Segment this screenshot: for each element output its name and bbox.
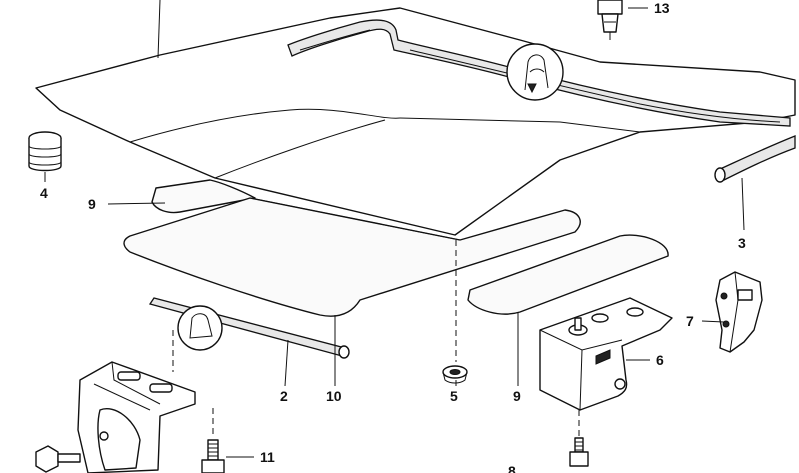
seal-profile-inset bbox=[506, 43, 564, 101]
callout-2: 2 bbox=[280, 388, 288, 404]
callout-5: 5 bbox=[450, 388, 458, 404]
part-5-grommet bbox=[442, 365, 468, 384]
callout-7: 7 bbox=[686, 313, 694, 329]
callout-6: 6 bbox=[656, 352, 664, 368]
leader-lines bbox=[44, 0, 745, 458]
part-10-insulation-mat bbox=[123, 197, 581, 317]
part-6-lock-bracket bbox=[539, 297, 673, 411]
hinge-bolt bbox=[35, 445, 81, 473]
rod-profile-inset bbox=[177, 305, 223, 351]
callout-4: 4 bbox=[40, 185, 48, 201]
callout-10: 10 bbox=[326, 388, 342, 404]
callout-11: 11 bbox=[260, 449, 275, 465]
callout-8: 8 bbox=[508, 463, 516, 473]
callout-9-right: 9 bbox=[513, 388, 521, 404]
part-4-rubber-buffer bbox=[28, 131, 62, 172]
part-9-pad-right bbox=[467, 234, 669, 315]
trunk-lid-panel bbox=[35, 7, 796, 236]
hinge-bracket bbox=[77, 361, 196, 473]
part-9-pad-left bbox=[151, 179, 256, 214]
part-7-latch-hook bbox=[715, 271, 763, 353]
part-3-seal-strip bbox=[714, 135, 796, 183]
part-11-screw bbox=[172, 330, 225, 473]
callout-9-left: 9 bbox=[88, 196, 96, 212]
callout-13: 13 bbox=[654, 0, 670, 16]
seal-strip-upper bbox=[287, 19, 791, 127]
bracket-screw bbox=[569, 410, 589, 467]
callout-3: 3 bbox=[738, 235, 746, 251]
part-13-stop-buffer bbox=[597, 0, 623, 40]
